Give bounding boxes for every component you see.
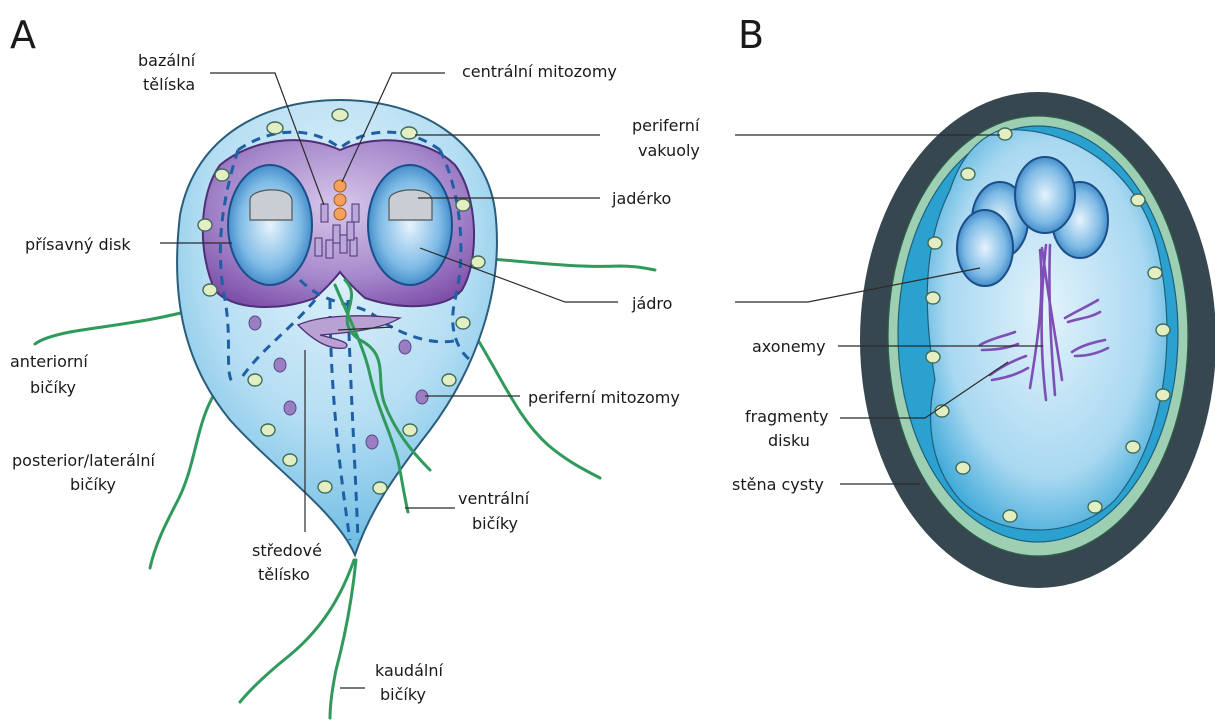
label-stredove-1: středové	[252, 541, 322, 560]
label-fragmenty-1: fragmenty	[745, 407, 828, 426]
panel-label-b: B	[738, 13, 764, 57]
label-stena-cysty: stěna cysty	[732, 475, 824, 494]
label-posterior-1: posterior/laterální	[12, 451, 156, 470]
label-centralni-mitozomy: centrální mitozomy	[462, 62, 617, 81]
panel-label-a: A	[10, 13, 36, 57]
posterior-flagellum-right	[478, 340, 600, 478]
cyst	[860, 92, 1215, 588]
label-anteriorni-2: bičíky	[30, 378, 76, 397]
label-jadro: jádro	[631, 294, 672, 313]
central-mitosome-1	[334, 180, 346, 192]
label-kaudalni-1: kaudální	[375, 661, 443, 680]
label-ventralni-1: ventrální	[458, 489, 530, 508]
label-kaudalni-2: bičíky	[380, 685, 426, 704]
central-mitosome-2	[334, 194, 346, 206]
label-axonemy: axonemy	[752, 337, 826, 356]
label-stredove-2: tělísko	[258, 565, 310, 584]
central-mitosome-3	[334, 208, 346, 220]
label-anteriorni-1: anteriorní	[10, 352, 88, 371]
label-bazalni-2: tělíska	[143, 75, 195, 94]
nucleus-right	[368, 165, 452, 285]
label-prisavny-disk: přísavný disk	[25, 235, 131, 254]
anterior-flagellum-right	[480, 258, 655, 270]
label-jaderko: jadérko	[611, 189, 671, 208]
trophozoite	[35, 100, 655, 718]
label-periferni-vakuoly-1: periferní	[632, 116, 700, 135]
label-periferni-mitozomy: periferní mitozomy	[528, 388, 680, 407]
cyst-nucleus-3	[1015, 157, 1075, 233]
label-posterior-2: bičíky	[70, 475, 116, 494]
nucleus-left	[228, 165, 312, 285]
nucleolus-right	[389, 190, 432, 220]
label-periferni-vakuoly-2: vakuoly	[638, 141, 700, 160]
nucleolus-left	[250, 190, 292, 220]
label-ventralni-2: bičíky	[472, 514, 518, 533]
posterior-flagellum-left	[150, 385, 220, 568]
cyst-nucleus-4	[957, 210, 1013, 286]
anterior-flagellum-left	[35, 308, 200, 344]
label-bazalni-1: bazální	[138, 51, 196, 70]
label-fragmenty-2: disku	[768, 431, 810, 450]
